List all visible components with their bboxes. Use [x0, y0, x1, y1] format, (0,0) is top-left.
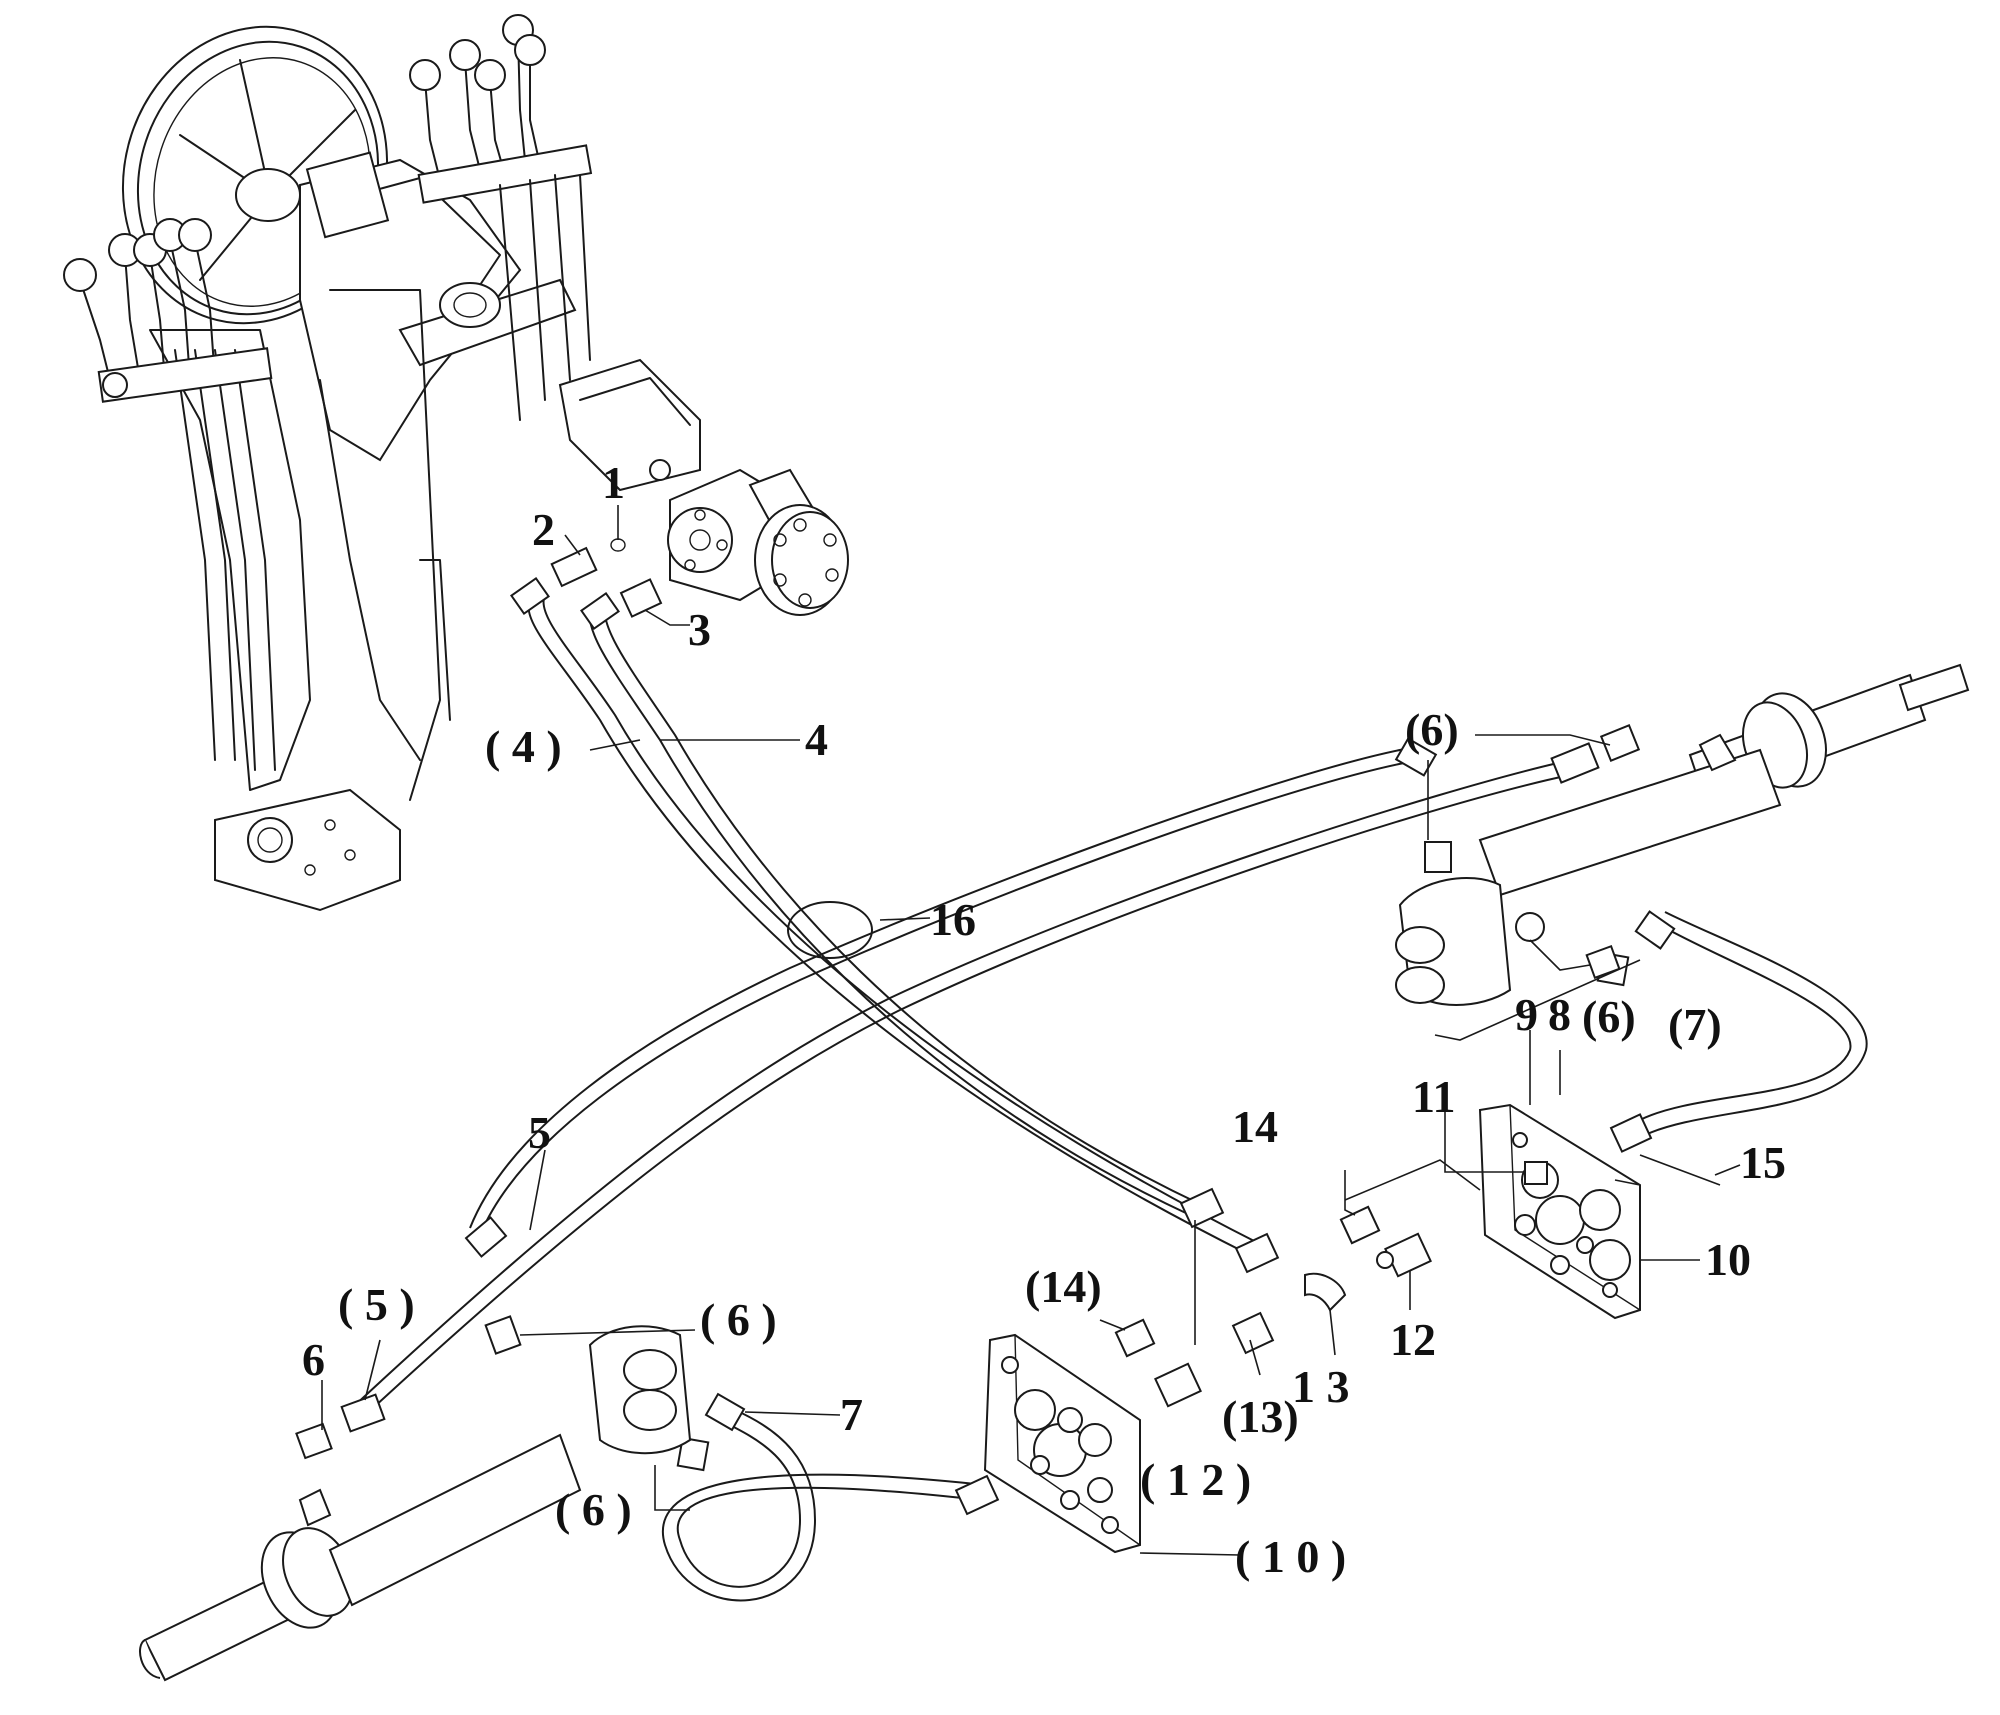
callout-13-parenthesized: (13) — [1222, 1391, 1299, 1442]
callout-10: 10 — [1705, 1234, 1751, 1285]
callout-11: 11 — [1412, 1071, 1455, 1122]
adapter-6-right — [1515, 912, 1545, 942]
steering-cylinder-right — [1395, 663, 1970, 1006]
callout-6-top-right: (6) — [1405, 704, 1459, 755]
fitting-3 — [619, 578, 663, 618]
callout-7-parenthesized: (7) — [1668, 999, 1722, 1050]
callout-4: 4 — [805, 714, 828, 765]
callout-15: 15 — [1740, 1137, 1786, 1188]
o-ring-1 — [610, 538, 626, 552]
callout-labels: 1 2 3 4 ( 4 ) 16 (6) 9 8 (6) (7) 11 14 1… — [302, 457, 1786, 1582]
callout-14-parenthesized: (14) — [1025, 1261, 1102, 1312]
callout-8: 8 — [1548, 989, 1571, 1040]
callout-6-right: (6) — [1582, 991, 1636, 1042]
callout-12-parenthesized: ( 1 2 ) — [1140, 1454, 1251, 1505]
manifold-plate-10-left — [983, 1333, 1141, 1554]
fitting-11 — [1524, 1161, 1548, 1185]
callout-6-left-upper: ( 6 ) — [700, 1294, 777, 1345]
manifold-plate-10 — [1478, 1103, 1641, 1320]
steering-cylinder-left — [139, 1325, 692, 1682]
fitting-2 — [550, 546, 598, 588]
steering-control-unit — [667, 468, 849, 616]
leader-lines — [321, 505, 1741, 1556]
callout-9: 9 — [1515, 989, 1538, 1040]
callout-7: 7 — [840, 1389, 863, 1440]
callout-3: 3 — [688, 604, 711, 655]
callout-6-bottom-left: ( 6 ) — [555, 1484, 632, 1535]
hose-clamp-16 — [787, 901, 873, 959]
steering-column-assembly — [63, 14, 701, 912]
callout-5-parenthesized: ( 5 ) — [338, 1279, 415, 1330]
callout-16: 16 — [930, 894, 976, 945]
callout-12: 12 — [1390, 1314, 1436, 1365]
callout-1: 1 — [602, 457, 625, 508]
callout-4-parenthesized: ( 4 ) — [485, 721, 562, 772]
callout-10-parenthesized: ( 1 0 ) — [1235, 1531, 1346, 1582]
fitting-6-vertical — [1424, 841, 1452, 873]
callout-13: 1 3 — [1292, 1361, 1350, 1412]
hydraulic-hoses — [295, 538, 1868, 1602]
left-control-levers — [63, 218, 273, 403]
callout-5: 5 — [528, 1107, 551, 1158]
callout-14: 14 — [1232, 1101, 1278, 1152]
callout-2: 2 — [532, 504, 555, 555]
right-control-levers — [409, 14, 593, 421]
callout-6-left: 6 — [302, 1334, 325, 1385]
